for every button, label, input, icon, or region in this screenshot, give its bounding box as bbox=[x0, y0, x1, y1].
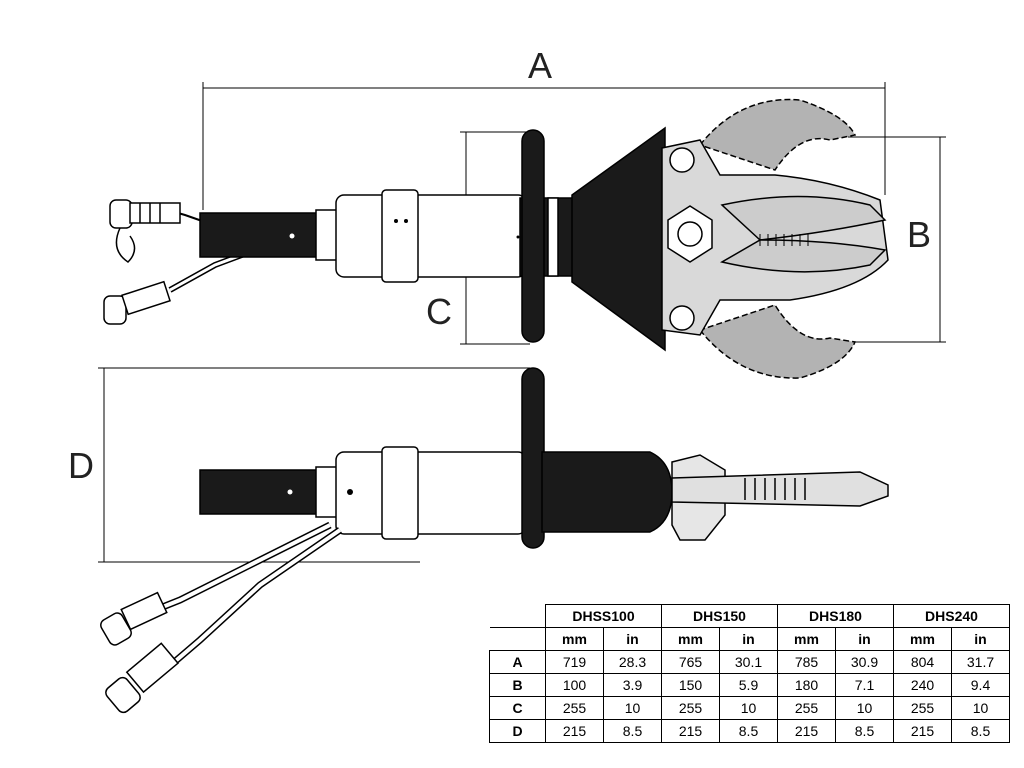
table-cell: 10 bbox=[835, 696, 894, 720]
table-cell: 785 bbox=[777, 650, 836, 674]
jaw-open-upper bbox=[698, 98, 857, 171]
table-cell: 765 bbox=[661, 650, 720, 674]
dimension-c-label: C bbox=[426, 291, 452, 332]
model-header: DHS240 bbox=[893, 604, 1010, 628]
table-corner bbox=[489, 627, 546, 651]
hose-upper bbox=[109, 199, 206, 263]
row-label: D bbox=[489, 719, 546, 743]
table-cell: 8.5 bbox=[603, 719, 662, 743]
table-cell: 215 bbox=[545, 719, 604, 743]
table-cell: 215 bbox=[893, 719, 952, 743]
jaw-open-lower bbox=[698, 304, 857, 379]
model-header: DHSS100 bbox=[545, 604, 662, 628]
table-cell: 31.7 bbox=[951, 650, 1010, 674]
table-cell: 10 bbox=[603, 696, 662, 720]
side-blade bbox=[671, 471, 889, 507]
table-row: B 100 3.9 150 5.9 180 7.1 240 9.4 bbox=[489, 673, 1010, 697]
unit-header: in bbox=[835, 627, 894, 651]
head-cone bbox=[571, 126, 666, 352]
dimension-d-label: D bbox=[68, 445, 94, 486]
cylinder-collar bbox=[315, 209, 339, 261]
table-header-models: DHSS100 DHS150 DHS180 DHS240 bbox=[489, 604, 1010, 628]
row-label: C bbox=[489, 696, 546, 720]
table-cell: 8.5 bbox=[951, 719, 1010, 743]
table-row: C 255 10 255 10 255 10 255 10 bbox=[489, 696, 1010, 720]
blade-teeth bbox=[759, 234, 809, 246]
side-cylinder-body bbox=[335, 451, 527, 535]
side-cylinder-rear bbox=[199, 469, 321, 515]
side-blade-teeth bbox=[744, 478, 806, 500]
table-corner bbox=[489, 604, 546, 628]
side-cylinder-ring bbox=[381, 446, 419, 540]
handle-side-view bbox=[521, 367, 545, 549]
unit-header: mm bbox=[661, 627, 720, 651]
table-cell: 100 bbox=[545, 673, 604, 697]
spec-table: DHSS100 DHS150 DHS180 DHS240 mm in mm in… bbox=[489, 604, 1010, 743]
handle-top-view bbox=[521, 129, 545, 343]
top-view: A B C bbox=[103, 45, 946, 379]
row-label: A bbox=[489, 650, 546, 674]
table-cell: 5.9 bbox=[719, 673, 778, 697]
unit-header: mm bbox=[893, 627, 952, 651]
table-cell: 7.1 bbox=[835, 673, 894, 697]
dimension-a-label: A bbox=[528, 45, 552, 86]
side-view: D bbox=[68, 367, 889, 714]
blade-upper bbox=[720, 195, 887, 241]
unit-header: mm bbox=[545, 627, 604, 651]
row-label: B bbox=[489, 673, 546, 697]
table-cell: 255 bbox=[661, 696, 720, 720]
side-hoses bbox=[100, 521, 342, 714]
table-cell: 240 bbox=[893, 673, 952, 697]
unit-header: in bbox=[603, 627, 662, 651]
table-cell: 255 bbox=[777, 696, 836, 720]
table-cell: 30.1 bbox=[719, 650, 778, 674]
table-cell: 150 bbox=[661, 673, 720, 697]
table-cell: 30.9 bbox=[835, 650, 894, 674]
table-cell: 255 bbox=[545, 696, 604, 720]
table-cell: 8.5 bbox=[719, 719, 778, 743]
cylinder-rear bbox=[199, 212, 321, 258]
side-head-housing bbox=[541, 451, 673, 533]
unit-header: in bbox=[951, 627, 1010, 651]
table-cell: 804 bbox=[893, 650, 952, 674]
dimension-a bbox=[202, 82, 886, 210]
table-cell: 215 bbox=[777, 719, 836, 743]
cylinder-ring bbox=[381, 189, 419, 283]
table-cell: 10 bbox=[951, 696, 1010, 720]
table-cell: 215 bbox=[661, 719, 720, 743]
table-cell: 180 bbox=[777, 673, 836, 697]
table-header-units: mm in mm in mm in mm in bbox=[489, 627, 1010, 651]
table-cell: 255 bbox=[893, 696, 952, 720]
table-cell: 28.3 bbox=[603, 650, 662, 674]
blade-lower bbox=[719, 239, 887, 273]
table-cell: 8.5 bbox=[835, 719, 894, 743]
unit-header: in bbox=[719, 627, 778, 651]
table-row: A 719 28.3 765 30.1 785 30.9 804 31.7 bbox=[489, 650, 1010, 674]
dimension-b-label: B bbox=[907, 214, 931, 255]
model-header: DHS150 bbox=[661, 604, 778, 628]
model-header: DHS180 bbox=[777, 604, 894, 628]
table-cell: 719 bbox=[545, 650, 604, 674]
table-cell: 3.9 bbox=[603, 673, 662, 697]
table-cell: 9.4 bbox=[951, 673, 1010, 697]
table-row: D 215 8.5 215 8.5 215 8.5 215 8.5 bbox=[489, 719, 1010, 743]
unit-header: mm bbox=[777, 627, 836, 651]
cylinder-body bbox=[335, 194, 527, 278]
table-cell: 10 bbox=[719, 696, 778, 720]
